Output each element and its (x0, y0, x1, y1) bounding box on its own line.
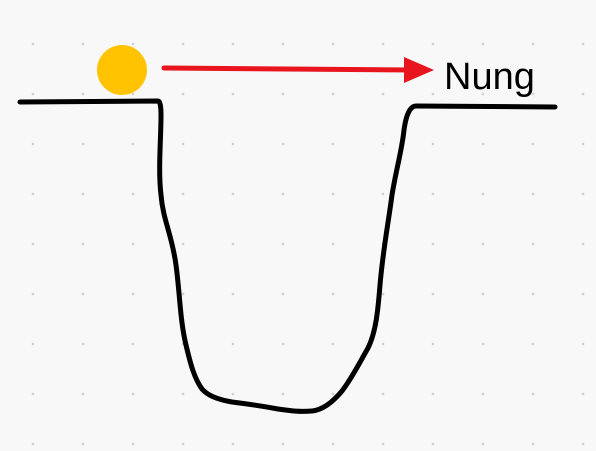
arrow-label[interactable]: Nung (444, 56, 535, 98)
arrow-head (404, 57, 434, 83)
arrow-shaft (161, 65, 415, 73)
ball-circle[interactable] (97, 45, 147, 95)
ground-pit-line (17, 98, 558, 414)
